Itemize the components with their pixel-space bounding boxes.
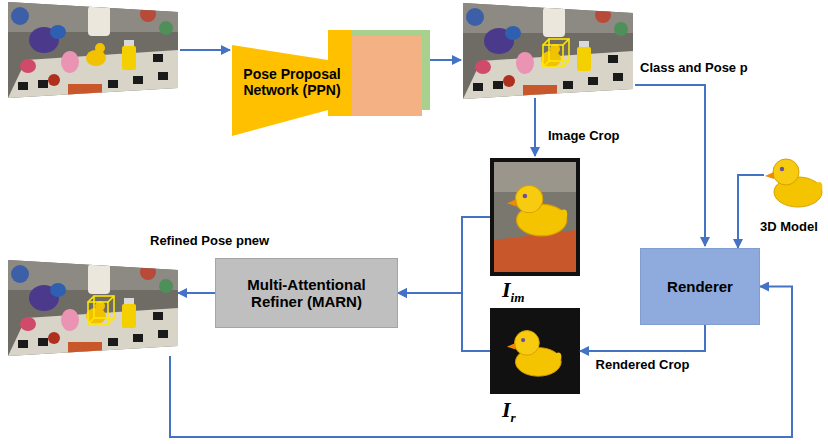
process-box: Renderer — [640, 248, 760, 325]
box-label: Renderer — [667, 278, 733, 295]
flow-arrow — [534, 98, 536, 156]
image-label: 3D Model — [760, 220, 818, 235]
process-box: Multi-Attentional Refiner (MARN) — [215, 258, 398, 328]
image-crop — [490, 158, 580, 276]
image-label: Refined Pose pnew — [150, 234, 269, 249]
flow-label: Image Crop — [548, 128, 620, 143]
connector-arrow — [178, 292, 215, 294]
network-layer — [342, 36, 422, 116]
image-node: Iim — [490, 158, 580, 276]
image-crop — [494, 230, 576, 272]
input-image — [8, 2, 178, 98]
flow-arrow — [635, 85, 705, 246]
flow-arrow — [430, 59, 461, 61]
duck-crop — [507, 185, 567, 235]
image-label: Ir — [502, 397, 516, 426]
image-node: Ir — [490, 308, 580, 394]
refined-image — [8, 260, 178, 356]
connector-arrow — [580, 325, 705, 351]
flow-label: Class and Pose p — [640, 60, 748, 75]
rendered-crop — [490, 308, 580, 394]
image-crop — [494, 162, 576, 272]
connector-arrow — [398, 217, 490, 293]
connector-arrow — [738, 175, 764, 248]
network-shape — [232, 30, 352, 136]
text-holder: Pose Proposal Network (PPN) — [238, 66, 346, 98]
rendered-duck — [507, 331, 561, 377]
detection-image — [463, 3, 633, 99]
image-node: Refined Pose pnew — [8, 260, 178, 356]
pose-box — [543, 39, 569, 67]
image-node: 3D Model — [764, 148, 824, 214]
edge-label: Rendered Crop — [594, 357, 692, 372]
duck-model — [765, 159, 822, 207]
box-label: Pose Proposal Network (PPN) — [238, 66, 346, 98]
image-label: Iim — [502, 277, 524, 306]
flow-arrow — [180, 49, 230, 51]
network-block: Pose Proposal Network (PPN) — [232, 30, 352, 136]
pose-box — [88, 296, 114, 324]
connector-arrow — [398, 293, 490, 351]
box-label: Multi-Attentional Refiner (MARN) — [224, 276, 389, 311]
